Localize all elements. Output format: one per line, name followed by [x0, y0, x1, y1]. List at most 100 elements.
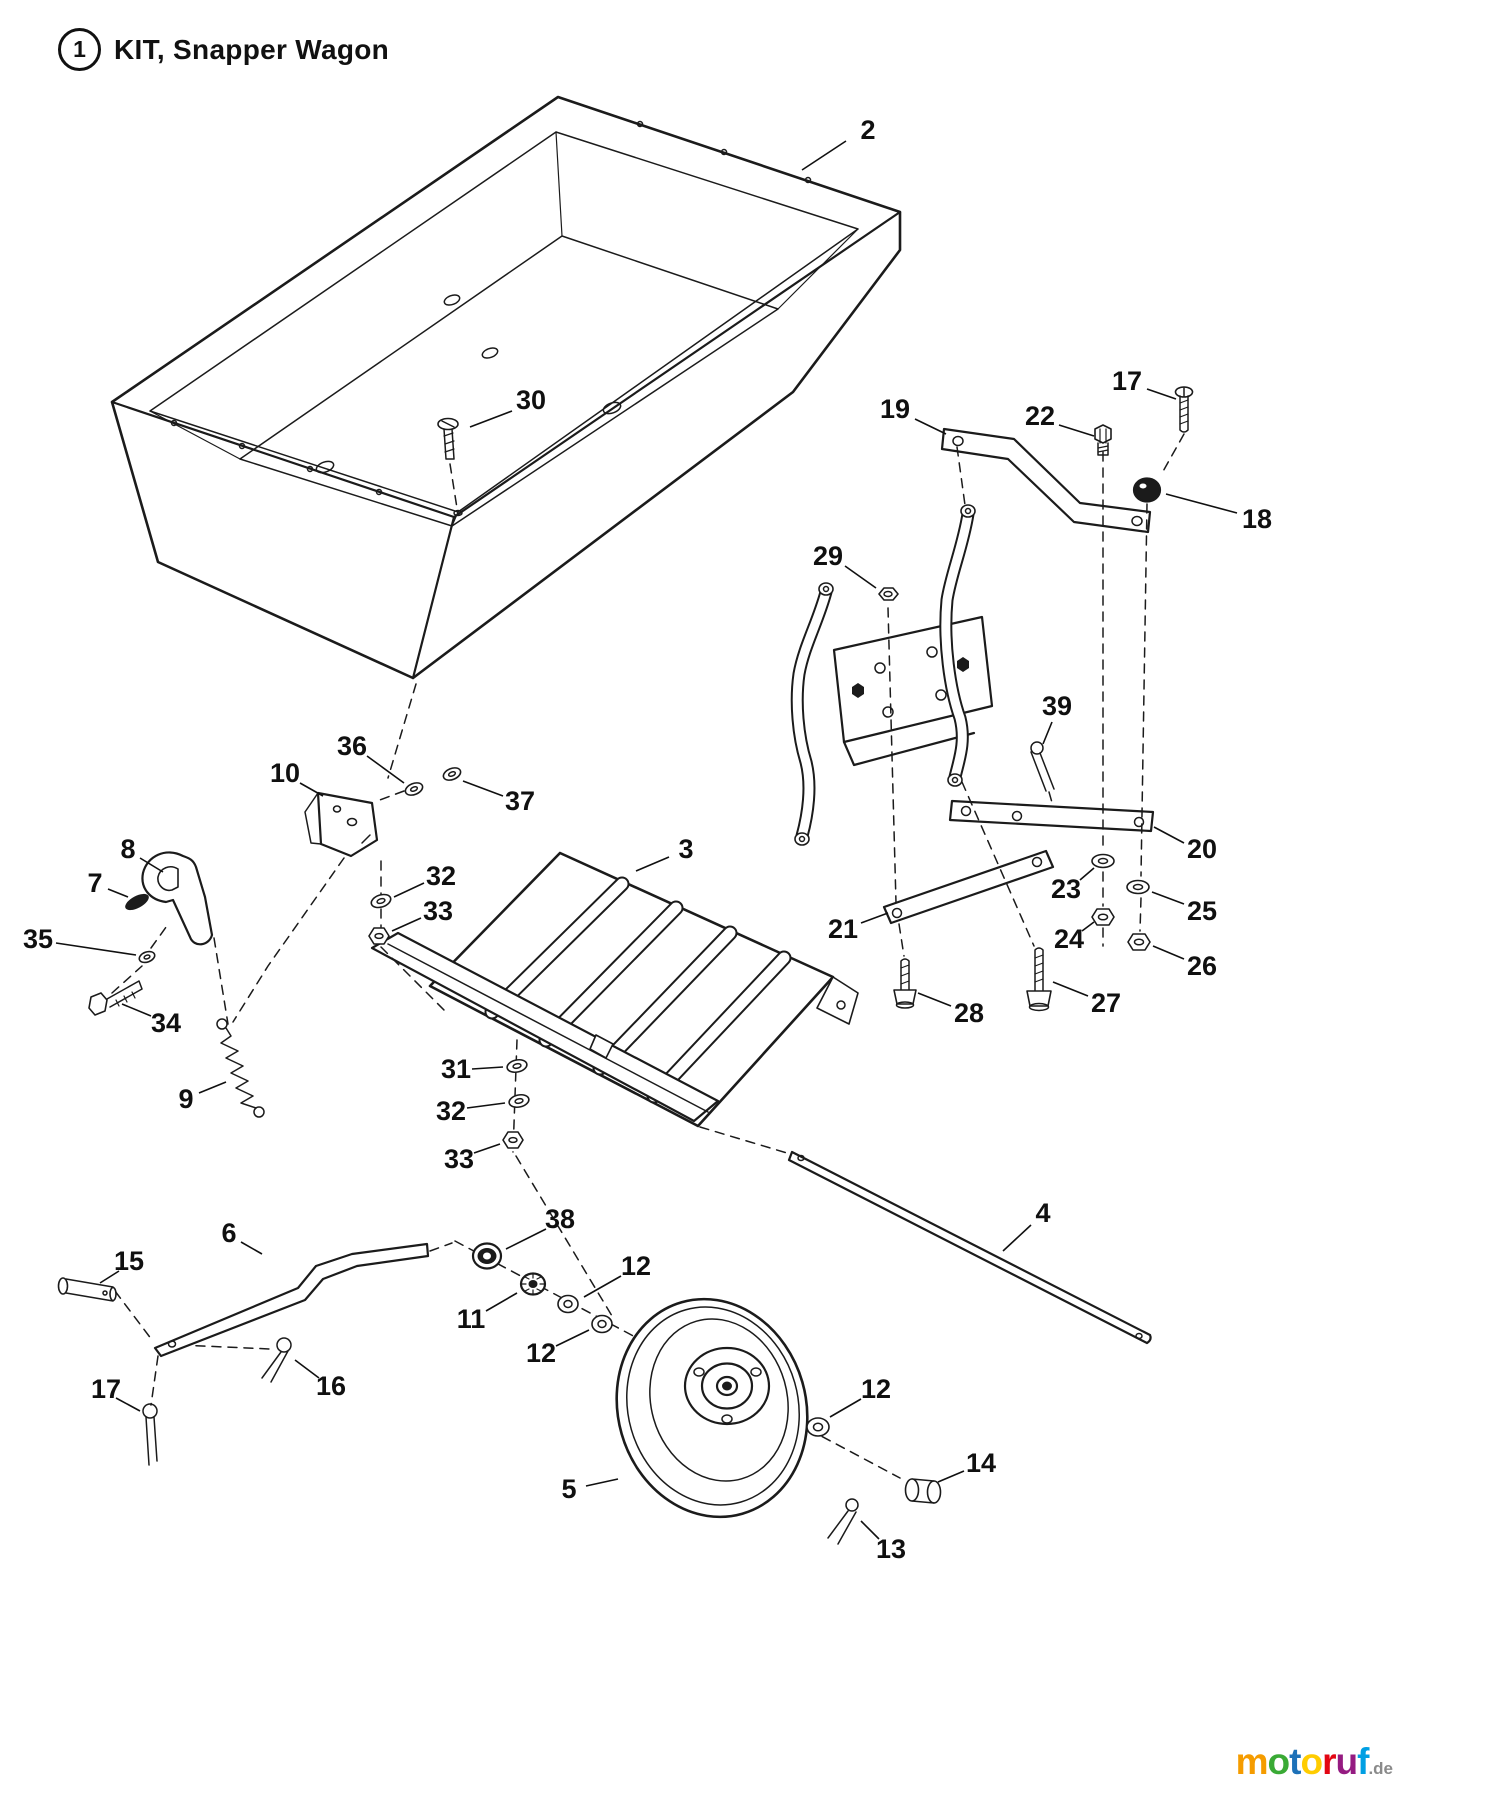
- leader-line-12: [583, 1275, 622, 1298]
- flanged-bearing-11: [519, 1272, 547, 1296]
- part-callout-29: 29: [813, 541, 843, 571]
- watermark-letter: t: [1289, 1741, 1301, 1782]
- hex-nut-29: [878, 587, 899, 601]
- flat-washer-12-b: [591, 1314, 613, 1334]
- part-callout-25: 25: [1187, 896, 1217, 926]
- part-callout-14: 14: [966, 1448, 996, 1478]
- part-callout-3: 3: [678, 834, 693, 864]
- leader-line-14: [937, 1470, 965, 1483]
- leader-line-8: [139, 857, 164, 873]
- part-callout-22: 22: [1025, 401, 1055, 431]
- clevis-pin-15: [57, 1277, 117, 1302]
- latch-knob-7: [125, 893, 149, 911]
- page-title: KIT, Snapper Wagon: [114, 33, 390, 65]
- part-callout-30: 30: [516, 385, 546, 415]
- part-callout-38: 38: [545, 1204, 575, 1234]
- part-callout-34: 34: [151, 1008, 181, 1038]
- part-callout-32: 32: [426, 861, 456, 891]
- part-callout-7: 7: [87, 868, 102, 898]
- leader-line-9: [198, 1081, 227, 1094]
- leader-line-36: [366, 755, 405, 784]
- lock-washer-36: [404, 782, 424, 796]
- part-callout-24: 24: [1054, 924, 1084, 954]
- watermark-letter: f: [1357, 1741, 1369, 1782]
- hinge-bracket-10: [304, 791, 379, 858]
- part-callout-4: 4: [1035, 1198, 1050, 1228]
- cotter-pin-13: [827, 1498, 859, 1545]
- part-callout-31: 31: [441, 1054, 471, 1084]
- hub-cap-38: [471, 1242, 503, 1270]
- leader-line-3: [635, 856, 670, 872]
- leader-line-23: [1079, 867, 1095, 881]
- watermark-letter: o: [1267, 1741, 1291, 1782]
- part-callout-23: 23: [1051, 874, 1081, 904]
- leader-line-16: [294, 1359, 320, 1379]
- hex-bolt-27: [1026, 947, 1052, 1012]
- extension-spring-9: [216, 1018, 265, 1118]
- flathead-screw-30: [437, 417, 459, 460]
- leader-line-35: [55, 942, 137, 956]
- part-callout-5: 5: [561, 1474, 576, 1504]
- cotter-pin-16: [261, 1337, 292, 1383]
- part-callout-36: 36: [337, 731, 367, 761]
- flat-washer-12-c: [806, 1417, 830, 1437]
- leader-line-29: [844, 565, 877, 589]
- leader-line-33: [473, 1143, 501, 1154]
- leader-line-34: [121, 1003, 152, 1017]
- part-callout-15: 15: [114, 1246, 144, 1276]
- watermark-letter: u: [1335, 1741, 1359, 1782]
- watermark-letter: o: [1300, 1741, 1323, 1782]
- leader-line-6: [240, 1241, 263, 1255]
- leader-line-21: [860, 912, 889, 924]
- part-callout-19: 19: [880, 394, 910, 424]
- leader-line-4: [1002, 1224, 1032, 1252]
- leader-line-32: [466, 1102, 506, 1109]
- flat-washer-31: [506, 1058, 528, 1074]
- leader-line-20: [1153, 826, 1185, 844]
- leader-line-19: [914, 418, 947, 435]
- leader-line-10: [299, 782, 324, 797]
- part-callout-37: 37: [505, 786, 535, 816]
- watermark-logo: motoruf.de: [1236, 1743, 1393, 1780]
- leader-line-27: [1052, 981, 1089, 997]
- hex-screw-28: [893, 958, 917, 1009]
- watermark-letters: motoruf: [1235, 1741, 1370, 1782]
- leader-line-17: [115, 1397, 141, 1412]
- part-callout-8: 8: [120, 834, 135, 864]
- axle-rod-4: [787, 1150, 1152, 1345]
- leader-line-37: [462, 780, 504, 797]
- leader-line-12: [829, 1398, 862, 1418]
- watermark-letter: m: [1235, 1741, 1269, 1782]
- leader-line-15: [99, 1270, 120, 1284]
- axle-cap-14: [904, 1478, 942, 1504]
- leader-line-12: [555, 1329, 590, 1347]
- leader-line-31: [471, 1066, 504, 1070]
- part-callout-12: 12: [526, 1338, 556, 1368]
- part-callout-27: 27: [1091, 988, 1121, 1018]
- leader-line-26: [1152, 945, 1185, 960]
- part-callout-11: 11: [457, 1304, 486, 1334]
- leader-line-13: [860, 1520, 880, 1540]
- leader-line-2: [801, 140, 847, 171]
- flat-washer-12-a: [557, 1294, 579, 1314]
- part-callout-16: 16: [316, 1371, 346, 1401]
- bushing-18: [1132, 477, 1162, 503]
- part-callout-39: 39: [1042, 691, 1072, 721]
- part-callout-18: 18: [1242, 504, 1272, 534]
- flat-washer-32-upper: [370, 893, 392, 909]
- part-callout-12: 12: [861, 1374, 891, 1404]
- brace-bar-21: [882, 849, 1055, 925]
- part-callout-2: 2: [860, 115, 875, 145]
- leader-line-38: [505, 1228, 547, 1250]
- support-link-19: [940, 427, 1152, 534]
- hex-nut-24: [1091, 908, 1115, 926]
- watermark-letter: r: [1322, 1741, 1336, 1782]
- part-callout-13: 13: [876, 1534, 906, 1564]
- part-callout-26: 26: [1187, 951, 1217, 981]
- leader-line-32: [393, 882, 425, 898]
- watermark-suffix: .de: [1368, 1759, 1393, 1778]
- cotter-pin-39: [1030, 741, 1055, 792]
